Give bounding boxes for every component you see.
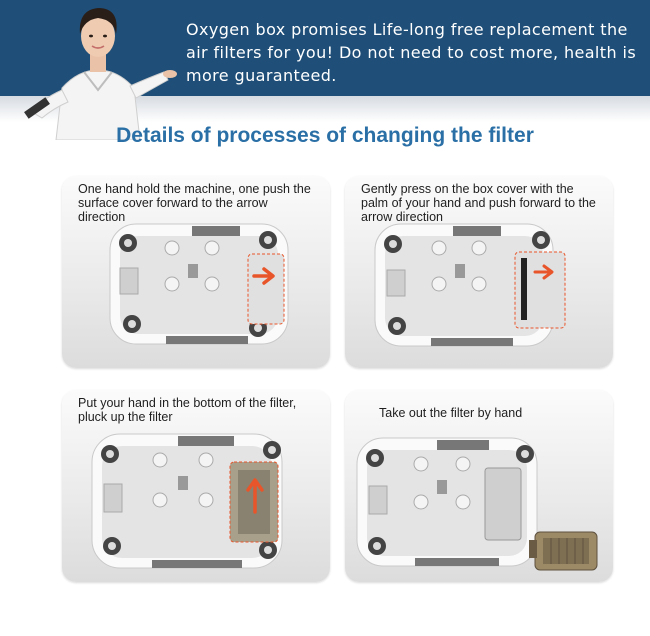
machine-underside-image: [356, 437, 538, 567]
step-text-1: One hand hold the machine, one push the …: [78, 182, 311, 224]
step-card-2: Gently press on the box cover with the p…: [345, 176, 613, 368]
step-card-4: Take out the filter by hand: [345, 390, 613, 582]
arrow-right-icon: [252, 267, 275, 285]
step-text-4: Take out the filter by hand: [379, 406, 523, 420]
machine-underside-image: [91, 433, 283, 569]
arrow-right-icon: [533, 264, 554, 280]
step-card-1: One hand hold the machine, one push the …: [62, 176, 330, 368]
arrow-up-icon: [246, 478, 264, 514]
filter-cartridge-image: [529, 531, 598, 571]
machine-underside-image: [374, 223, 566, 347]
presenter-photo: [24, 8, 177, 140]
banner-text: Oxygen box promises Life-long free repla…: [186, 20, 637, 85]
page-heading: Details of processes of changing the fil…: [116, 124, 534, 147]
step-text-2: Gently press on the box cover with the p…: [361, 182, 596, 224]
step-card-3: Put your hand in the bottom of the filte…: [62, 390, 330, 582]
machine-underside-image: [109, 223, 289, 345]
step-text-3: Put your hand in the bottom of the filte…: [78, 396, 297, 424]
